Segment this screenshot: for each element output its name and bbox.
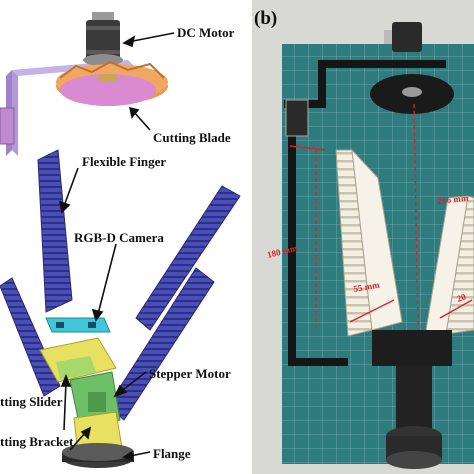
label-flange: Flange (153, 446, 191, 461)
label-cutting-bracket: tting Bracket (0, 434, 74, 449)
flexible-finger-front-left (0, 277, 61, 397)
dc-motor (83, 12, 123, 66)
panel-a: DC Motor Cutting Blade Flexible Finger R… (0, 12, 241, 468)
photo-stepper (285, 99, 309, 137)
label-cutting-slider: tting Slider (0, 394, 63, 409)
flexible-finger-left (37, 149, 73, 313)
label-arrows (58, 32, 175, 462)
label-flexible-finger: Flexible Finger (82, 154, 166, 169)
rgbd-camera (45, 317, 111, 333)
label-dc-motor: DC Motor (177, 25, 235, 40)
photo-finger-right (425, 195, 474, 335)
panel-b: (b) 286 mm 180 mm 55 mm 20 (252, 0, 474, 474)
photo-cutting-blade (370, 74, 454, 114)
photo-base (372, 330, 452, 469)
measure-lines (289, 103, 473, 328)
cutting-blade (56, 60, 168, 106)
measure-blade-distance: 286 mm (437, 193, 469, 206)
label-rgbd-camera: RGB-D Camera (74, 230, 164, 245)
flange (62, 443, 134, 468)
measure-finger-width-right: 20 (456, 291, 468, 303)
flexible-finger-right-back (135, 185, 241, 331)
photo-dc-motor (384, 22, 422, 52)
label-cutting-blade: Cutting Blade (153, 130, 231, 145)
panel-letter-b: (b) (254, 8, 277, 29)
flexible-finger-right-front (107, 267, 215, 421)
measure-finger-width-left: 55 mm (353, 279, 381, 293)
label-stepper-motor: Stepper Motor (149, 366, 231, 381)
